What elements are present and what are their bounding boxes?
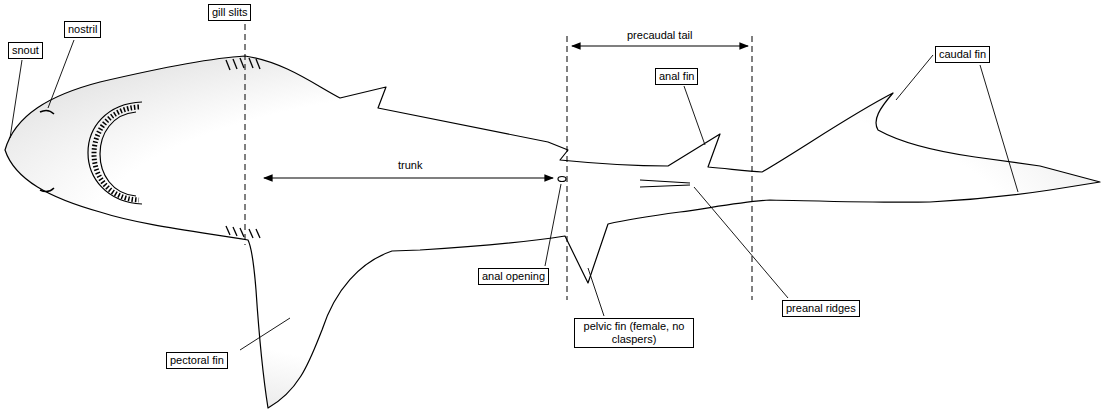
part-label-box: gill slits [208,4,251,21]
gill-slit-marks [226,58,260,238]
dimension-label: precaudal tail [625,29,694,42]
part-name: nostril [68,23,97,36]
anal-opening-mark [558,177,566,182]
part-label-box: preanal ridges [782,300,860,317]
part-label-box: snout [8,42,43,59]
shark-body [5,56,1100,408]
part-name: pectoral fin [170,354,224,367]
part-name: preanal ridges [786,302,856,315]
part-name: snout [12,44,39,57]
part-name: pelvic fin (female, no claspers) [578,320,690,346]
part-label-box: nostril [64,21,101,38]
dimension-label: trunk [396,159,424,172]
part-label-box: pelvic fin (female, no claspers) [574,318,694,348]
part-label-box: anal opening [478,268,549,285]
section-dashes [245,24,752,300]
part-label-box: pectoral fin [166,352,228,369]
leader-lines [10,40,1018,350]
part-name: anal fin [659,70,694,83]
part-name: gill slits [212,6,247,19]
part-name: anal opening [482,270,545,283]
nostrils [40,110,54,191]
part-label-box: anal fin [655,68,698,85]
part-label-box: caudal fin [935,46,990,63]
dimension-arrows [264,46,748,178]
preanal-ridge-marks [640,180,690,187]
part-name: caudal fin [939,48,986,61]
mouth [88,102,142,204]
